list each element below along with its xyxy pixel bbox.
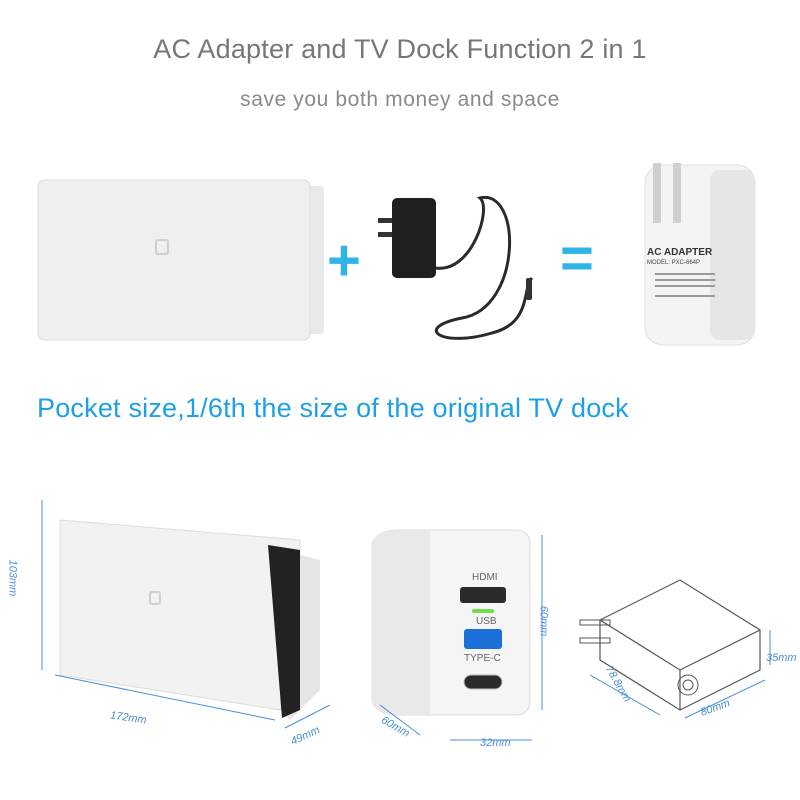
equals-sign: = — [560, 226, 594, 291]
usb-port-label: USB — [476, 616, 497, 627]
typec-port-label: TYPE-C — [464, 653, 501, 664]
adapter-ports-drawing: HDMI USB TYPE-C 60mm 32mm 60mm — [360, 525, 560, 755]
drawing-height-label: 35mm — [766, 652, 797, 664]
charger-image — [372, 188, 552, 348]
page-title: AC Adapter and TV Dock Function 2 in 1 — [153, 34, 647, 64]
adapter-depth-label: 32mm — [480, 737, 511, 749]
page-subtitle: save you both money and space — [240, 88, 560, 111]
adapter-model: MODEL: PXC-664P — [647, 260, 701, 266]
plus-sign: + — [327, 228, 361, 293]
adapter-height-label: 60mm — [537, 605, 550, 637]
adapter-line-drawing: 78.8mm 80mm 35mm — [560, 560, 800, 730]
dock-dimension-drawing: 103mm 172mm 49mm — [0, 480, 350, 780]
hdmi-port-label: HDMI — [472, 572, 498, 583]
dock-image — [37, 178, 328, 343]
dock-height-label: 103mm — [6, 559, 19, 597]
adapter-image: AC ADAPTER MODEL: PXC-664P — [625, 155, 775, 350]
adapter-label: AC ADAPTER — [647, 247, 713, 258]
tagline: Pocket size,1/6th the size of the origin… — [37, 393, 629, 423]
